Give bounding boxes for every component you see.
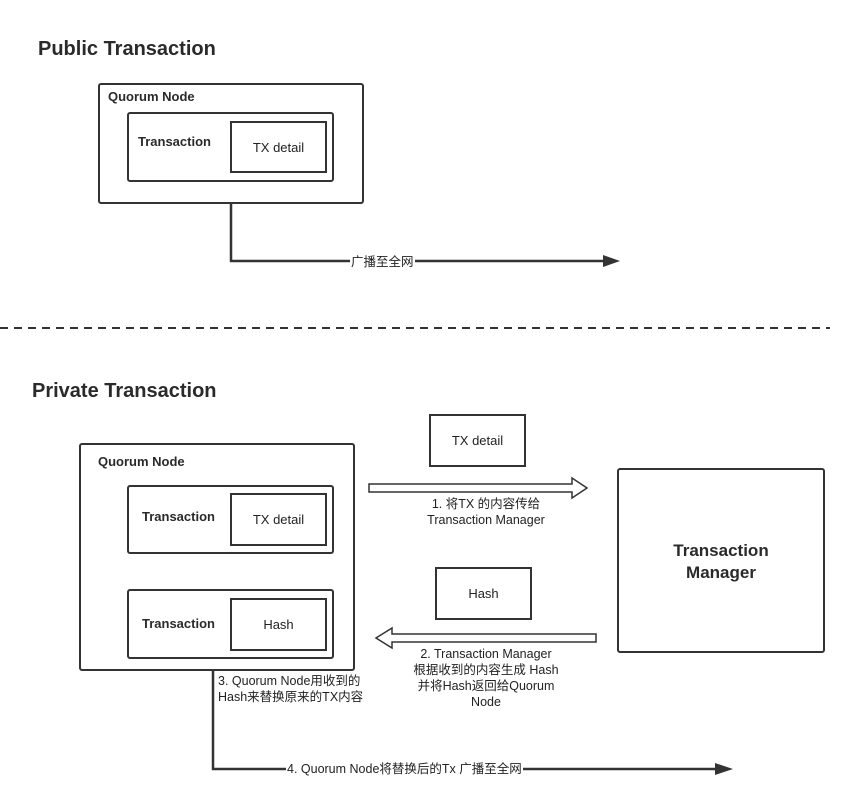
private-broadcast-connector — [211, 658, 717, 771]
public-broadcast-arrowhead — [603, 255, 620, 267]
step2-line3: 并将Hash返回给Quorum — [417, 679, 555, 693]
public-section-title: Public Transaction — [38, 38, 216, 60]
step4-note: 4. Quorum Node将替换后的Tx 广播至全网 — [286, 761, 523, 777]
private-node-title: Quorum Node — [98, 454, 185, 469]
step3-line2: Hash来替换原来的TX内容 — [218, 690, 364, 704]
transaction-manager-line2: Manager — [686, 563, 756, 582]
private-broadcast-arrowhead — [715, 763, 733, 775]
public-transaction-label: Transaction — [138, 134, 211, 149]
private-tx-detail-box: TX detail — [230, 493, 327, 546]
step2-line1: 2. Transaction Manager — [420, 647, 552, 661]
step1-line2: Transaction Manager — [427, 513, 545, 527]
private-transaction1-label: Transaction — [142, 509, 215, 524]
transaction-manager-label: Transaction Manager — [619, 540, 823, 584]
public-node-title: Quorum Node — [108, 89, 195, 104]
public-tx-detail-box: TX detail — [230, 121, 327, 173]
transaction-manager-line1: Transaction — [673, 541, 769, 560]
private-section-title: Private Transaction — [32, 380, 217, 402]
step1-hollow-arrow — [368, 476, 589, 500]
transaction-manager-box: Transaction Manager — [617, 468, 825, 653]
private-transaction2-label: Transaction — [142, 616, 215, 631]
step2-hollow-arrow — [374, 626, 597, 650]
private-hash-box: Hash — [230, 598, 327, 651]
step2-note: 2. Transaction Manager 根据收到的内容生成 Hash 并将… — [396, 646, 576, 710]
step2-line2: 根据收到的内容生成 Hash — [413, 663, 559, 677]
step3-line1: 3. Quorum Node用收到的 — [218, 674, 361, 688]
floating-hash-box: Hash — [435, 567, 532, 620]
public-broadcast-label: 广播至全网 — [350, 254, 415, 270]
step2-line4: Node — [471, 695, 501, 709]
floating-tx-detail-box: TX detail — [429, 414, 526, 467]
step1-note: 1. 将TX 的内容传给 Transaction Manager — [405, 496, 567, 528]
step1-line1: 1. 将TX 的内容传给 — [431, 497, 541, 511]
step3-note: 3. Quorum Node用收到的 Hash来替换原来的TX内容 — [218, 673, 364, 705]
